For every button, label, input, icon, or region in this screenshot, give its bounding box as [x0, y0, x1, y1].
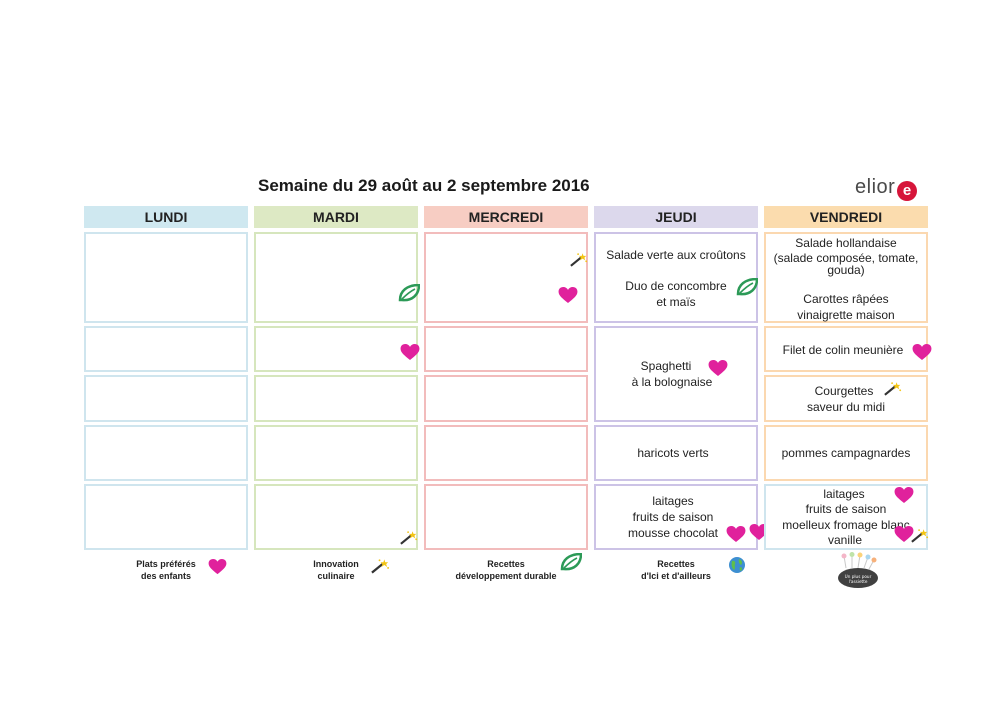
- vendredi-dessert-1: laitages: [823, 487, 865, 501]
- vendredi-dessert-2: fruits de saison: [805, 502, 887, 516]
- legend-line2: d'Ici et d'ailleurs: [641, 571, 711, 581]
- legend-line2: des enfants: [140, 571, 191, 581]
- heart-icon: [208, 559, 227, 575]
- vendredi-entree-note-2: gouda): [827, 263, 865, 277]
- mardi-entree-cell: [254, 232, 418, 323]
- vendredi-legume-1: Courgettes: [814, 384, 874, 398]
- magic-wand-icon: [371, 558, 390, 574]
- jeudi-entree-cell: Salade verte aux croûtons Duo de concomb…: [594, 232, 758, 323]
- jeudi-plat-cell: Spaghetti à la bolognaise: [594, 326, 758, 422]
- heart-icon: [726, 526, 746, 543]
- vendredi-entree-1: Salade hollandaise: [795, 236, 897, 250]
- vendredi-dessert-cell: laitages fruits de saison moelleux froma…: [764, 484, 928, 550]
- day-header-mercredi: MERCREDI: [424, 206, 588, 228]
- vendredi-plat: Filet de colin meunière: [782, 343, 904, 357]
- legend-line2: développement durable: [455, 571, 557, 581]
- jeudi-dessert-cell: laitages fruits de saison mousse chocola…: [594, 484, 758, 550]
- jeudi-dessert-3: mousse chocolat: [627, 526, 719, 540]
- vendredi-dessert-3: moelleux fromage blanc: [782, 518, 910, 532]
- mardi-legume-cell: [254, 375, 418, 422]
- partner-logo: Un plus pour l'assiette: [838, 552, 878, 588]
- mardi-plat-cell: [254, 326, 418, 372]
- jeudi-entree-2: Duo de concombre: [625, 279, 727, 293]
- legend-line1: Plats préférés: [136, 559, 196, 569]
- day-header-lundi: LUNDI: [84, 206, 248, 228]
- day-header-jeudi: JEUDI: [594, 206, 758, 228]
- elior-logo-mark-icon: e: [897, 181, 918, 201]
- jeudi-plat-1: Spaghetti: [640, 359, 692, 373]
- legend-innovation: Innovation culinaire: [296, 558, 376, 582]
- mercredi-entree-cell: [424, 232, 588, 323]
- magic-wand-icon: [570, 252, 588, 267]
- mercredi-legume-cell: [424, 375, 588, 422]
- mardi-dessert-cell: [254, 484, 418, 550]
- mercredi-accomp-cell: [424, 425, 588, 481]
- vendredi-legume-2: saveur du midi: [806, 400, 886, 414]
- mardi-accomp-cell: [254, 425, 418, 481]
- leaf-icon: [736, 278, 758, 296]
- day-header-vendredi: VENDREDI: [764, 206, 928, 228]
- legend-plats-preferes: Plats préférés des enfants: [116, 558, 216, 582]
- heart-icon: [912, 344, 932, 361]
- vendredi-entree-cell: Salade hollandaise (salade composée, tom…: [764, 232, 928, 323]
- jeudi-plat-2: à la bolognaise: [631, 375, 713, 389]
- mercredi-plat-cell: [424, 326, 588, 372]
- vendredi-entree-2: Carottes râpées: [803, 292, 889, 306]
- leaf-icon: [398, 284, 420, 302]
- magic-wand-icon: [884, 381, 902, 396]
- globe-icon: [729, 557, 745, 573]
- jeudi-dessert-1: laitages: [652, 494, 694, 508]
- vendredi-accomp-cell: pommes campagnardes: [764, 425, 928, 481]
- svg-text:l'assiette: l'assiette: [849, 579, 868, 584]
- legend-ici-ailleurs: Recettes d'Ici et d'ailleurs: [616, 558, 736, 582]
- heart-icon: [708, 360, 728, 377]
- lundi-legume-cell: [84, 375, 248, 422]
- jeudi-accomp-cell: haricots verts: [594, 425, 758, 481]
- vendredi-dessert-4: vanille: [827, 533, 863, 547]
- legend-line1: Innovation: [313, 559, 359, 569]
- mercredi-dessert-cell: [424, 484, 588, 550]
- day-header-mardi: MARDI: [254, 206, 418, 228]
- vendredi-legume-cell: Courgettes saveur du midi: [764, 375, 928, 422]
- vendredi-entree-note-1: (salade composée, tomate,: [773, 251, 919, 265]
- brand-name: elior: [855, 176, 896, 198]
- legend-line2: culinaire: [317, 571, 355, 581]
- magic-wand-icon: [911, 528, 929, 543]
- heart-icon: [400, 344, 420, 361]
- menu-title: Semaine du 29 août au 2 septembre 2016: [258, 176, 590, 195]
- jeudi-accomp: haricots verts: [637, 446, 709, 460]
- jeudi-entree-1: Salade verte aux croûtons: [606, 248, 746, 262]
- vendredi-entree-3: vinaigrette maison: [797, 308, 895, 322]
- lundi-accomp-cell: [84, 425, 248, 481]
- svg-text:Un plus pour: Un plus pour: [845, 574, 872, 579]
- legend-developpement-durable: Recettes développement durable: [436, 558, 576, 582]
- heart-icon: [894, 487, 914, 504]
- vendredi-plat-cell: Filet de colin meunière: [764, 326, 928, 372]
- vendredi-accomp: pommes campagnardes: [781, 446, 911, 460]
- magic-wand-icon: [400, 530, 418, 545]
- heart-icon: [558, 287, 578, 304]
- leaf-icon: [560, 553, 582, 571]
- jeudi-dessert-2: fruits de saison: [632, 510, 714, 524]
- lundi-entree-cell: [84, 232, 248, 323]
- legend-line1: Recettes: [657, 559, 695, 569]
- lundi-dessert-cell: [84, 484, 248, 550]
- jeudi-entree-3: et maïs: [656, 295, 696, 309]
- lundi-plat-cell: [84, 326, 248, 372]
- legend-line1: Recettes: [487, 559, 525, 569]
